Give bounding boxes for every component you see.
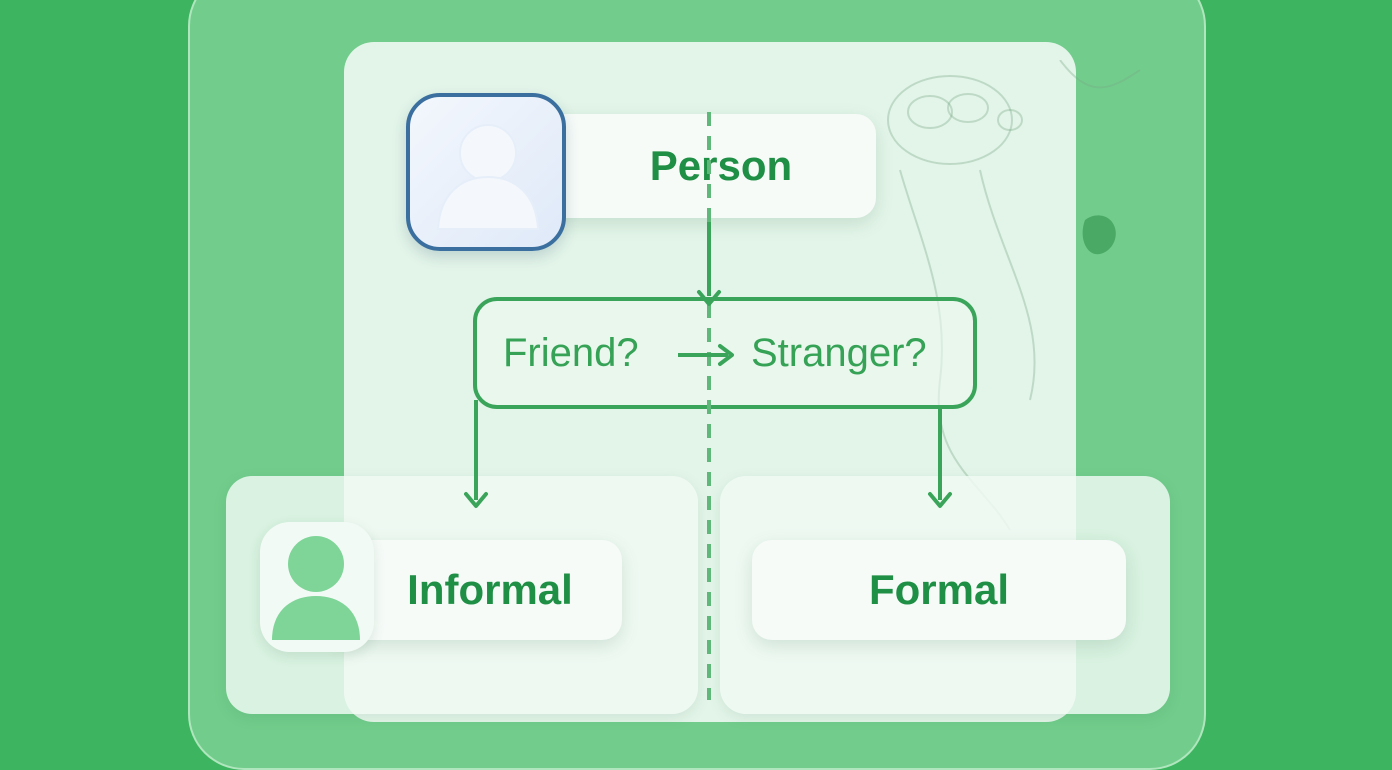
decision-node: Friend? Stranger? <box>473 297 977 409</box>
to-informal-arrowhead <box>464 492 488 508</box>
stranger-label: Stranger? <box>751 331 927 375</box>
person-label: Person <box>649 142 793 189</box>
arrow-right-head <box>718 344 734 366</box>
person-node: Person <box>536 114 876 218</box>
user-avatar-icon <box>406 93 566 251</box>
flow-connectors <box>464 112 952 700</box>
friend-label: Friend? <box>503 331 639 375</box>
formal-label: Formal <box>868 566 1010 613</box>
person-to-decision-arrowhead <box>697 290 721 306</box>
formal-node: Formal <box>752 540 1126 640</box>
informal-label: Informal <box>407 566 573 613</box>
user-icon <box>260 522 374 652</box>
to-formal-arrowhead <box>928 492 952 508</box>
informal-node: Informal <box>330 540 622 640</box>
